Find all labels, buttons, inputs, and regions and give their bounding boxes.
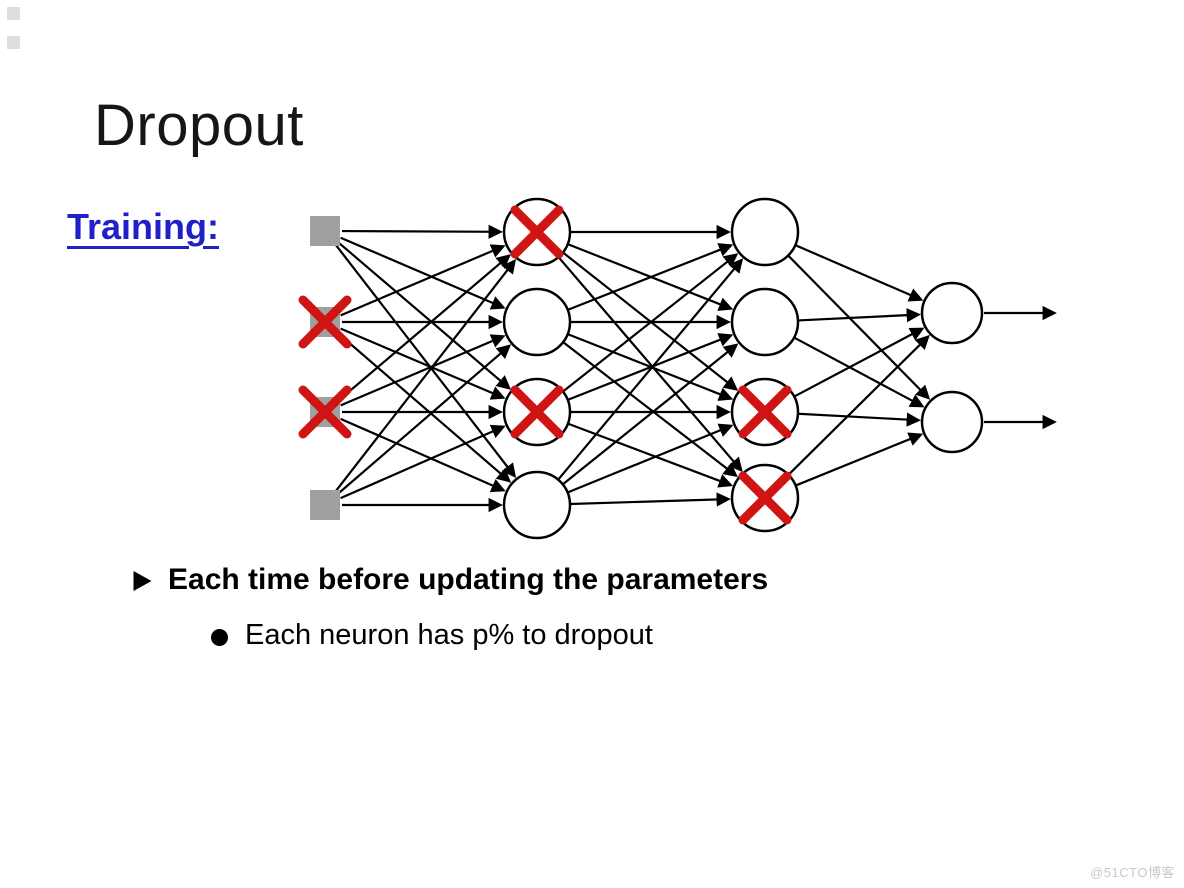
- neuron-nodes: [310, 197, 984, 540]
- edge-lines: [334, 224, 1057, 513]
- circle-bullet-icon: [211, 628, 228, 646]
- main-bullet-text: Each time before updating the parameters: [168, 563, 769, 596]
- sub-bullet-text: Each neuron has p% to dropout: [245, 619, 653, 651]
- dropout-crosses: [298, 205, 792, 525]
- watermark: @51CTO博客: [1090, 865, 1175, 880]
- page-title: Dropout: [94, 93, 304, 158]
- arrowhead-bullet-icon: [133, 571, 152, 591]
- corner-artifact-icon: [7, 36, 20, 49]
- corner-artifact-icon: [7, 7, 20, 20]
- training-label: Training:: [67, 206, 219, 247]
- main-bullet-row: Each time before updating the parameters: [132, 563, 768, 597]
- sub-bullet-row: Each neuron has p% to dropout: [211, 619, 653, 652]
